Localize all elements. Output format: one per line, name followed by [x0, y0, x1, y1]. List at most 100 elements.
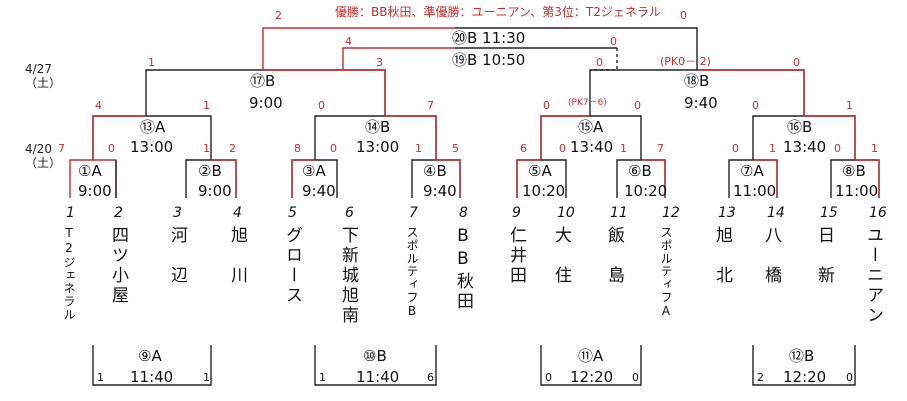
day-label: （土） [25, 156, 62, 171]
seed-number: 1 [66, 205, 75, 221]
match-15-pk: (PK7－6) [568, 98, 607, 108]
seed-number: 11 [610, 205, 628, 221]
match-11-bracket [540, 345, 642, 386]
seed-number: 13 [718, 205, 736, 221]
match-5-label: ⑤A [528, 162, 552, 180]
team-name: 四ツ小屋 [108, 226, 128, 306]
semi-18-score-left: 0 [596, 56, 603, 69]
match-14-label: ⑭B [365, 118, 391, 136]
r1-score: 7 [657, 142, 664, 155]
date-label: 4/20 [25, 142, 52, 156]
r2-score: 0 [543, 99, 550, 112]
date-4-20: 4/20（土） [25, 142, 61, 171]
match-18-time: 9:40 [684, 94, 718, 112]
r1-score: 0 [559, 142, 566, 155]
match-7-bracket-win [753, 159, 778, 198]
match-4-time: 9:40 [423, 182, 457, 200]
match-5-bracket-win [516, 159, 541, 198]
team-name: スポルティフB [405, 226, 419, 319]
match-13-time: 13:00 [130, 138, 174, 156]
seed-number: 8 [459, 205, 468, 221]
team-name: 旭 北 [712, 226, 732, 286]
match-9-score-right: 1 [203, 371, 210, 384]
r1-score: 0 [732, 142, 739, 155]
match-8-time: 11:00 [835, 182, 879, 200]
match-18-label: ⑱B [684, 72, 710, 90]
team-name: 日 新 [814, 226, 834, 286]
team-name: ユーニアン [863, 226, 883, 326]
match-2-bracket-win [211, 159, 237, 198]
team-name: 仁井田 [506, 226, 526, 286]
match-10-bracket [314, 345, 437, 386]
r1-score: 6 [520, 142, 527, 155]
r1-score: 5 [452, 142, 459, 155]
seed-number: 4 [233, 205, 242, 221]
match-9-score-left: 1 [97, 371, 104, 384]
final-score-right: 0 [680, 9, 687, 22]
date-4-27: 4/27（土） [25, 62, 61, 91]
date-label: 4/27 [25, 62, 52, 76]
match-12-score-left: 2 [757, 371, 764, 384]
match-2-label: ②B [198, 162, 222, 180]
match-11-score-left: 0 [545, 371, 552, 384]
match-10-score-left: 1 [319, 371, 326, 384]
match-17-time: 9:00 [249, 94, 283, 112]
r2-score: 0 [318, 99, 325, 112]
seed-number: 12 [662, 205, 680, 221]
match-15-time: 13:40 [570, 138, 614, 156]
seed-number: 3 [173, 205, 182, 221]
match-1-time: 9:00 [78, 182, 112, 200]
r1-score: 2 [229, 142, 236, 155]
team-name: 八 橋 [761, 226, 781, 286]
match-16-bracket-win [804, 115, 856, 160]
seed-number: 15 [820, 205, 838, 221]
seed-number: 16 [869, 205, 887, 221]
r1-score: 1 [620, 142, 627, 155]
match-5-time: 10:20 [522, 182, 566, 200]
match-9-bracket [92, 345, 212, 386]
r2-score: 0 [634, 99, 641, 112]
match-8-bracket-win [855, 159, 880, 198]
result-headline: 優勝：BB秋田、準優勝：ユーニアン、第3位：T2ジェネラル [335, 5, 661, 19]
match-20-bracket [262, 27, 455, 70]
team-name: BB秋田 [453, 226, 473, 312]
match-18-bracket-win [697, 69, 805, 116]
seed-number: 7 [409, 205, 418, 221]
match-10-time: 11:40 [356, 368, 400, 386]
match-16-time: 13:40 [783, 138, 827, 156]
match-14-time: 13:00 [356, 138, 400, 156]
match-9-label: ⑨A [138, 347, 162, 365]
semi-17-score-left: 1 [148, 56, 155, 69]
seed-number: 9 [512, 205, 521, 221]
match-10-score-right: 6 [427, 371, 434, 384]
seed-number: 10 [557, 205, 575, 221]
r1-score: 0 [834, 142, 841, 155]
match-3-time: 9:40 [302, 182, 336, 200]
semi-17-score-right: 3 [376, 56, 383, 69]
match-1-label: ①A [78, 162, 102, 180]
match-17-label: ⑰B [250, 72, 276, 90]
pk-close: 2) [699, 55, 711, 68]
seed-number: 2 [114, 205, 123, 221]
match-4-label: ④B [423, 162, 447, 180]
seed-number: 14 [767, 205, 785, 221]
seed-number: 6 [345, 205, 354, 221]
match-19-label: ⑲B 10:50 [452, 51, 526, 69]
match-9-time: 11:40 [130, 368, 174, 386]
match-20-bracket-right [455, 27, 698, 70]
r2-score: 4 [95, 99, 102, 112]
match-3-label: ③A [302, 162, 326, 180]
match-11-label: ⑪A [578, 347, 604, 365]
match-11-time: 12:20 [570, 368, 614, 386]
match-18-pk: (PK0－ 2) [660, 56, 711, 67]
r2-score: 1 [203, 99, 210, 112]
third-score-left: 4 [345, 35, 352, 48]
team-name: 河 辺 [167, 226, 187, 286]
r2-score: 7 [427, 99, 434, 112]
match-14-bracket-win [385, 115, 437, 160]
r1-score: 1 [871, 142, 878, 155]
day-label: （土） [25, 76, 62, 91]
pk-open: (PK0－ [660, 55, 697, 68]
match-6-bracket-win [641, 159, 666, 198]
